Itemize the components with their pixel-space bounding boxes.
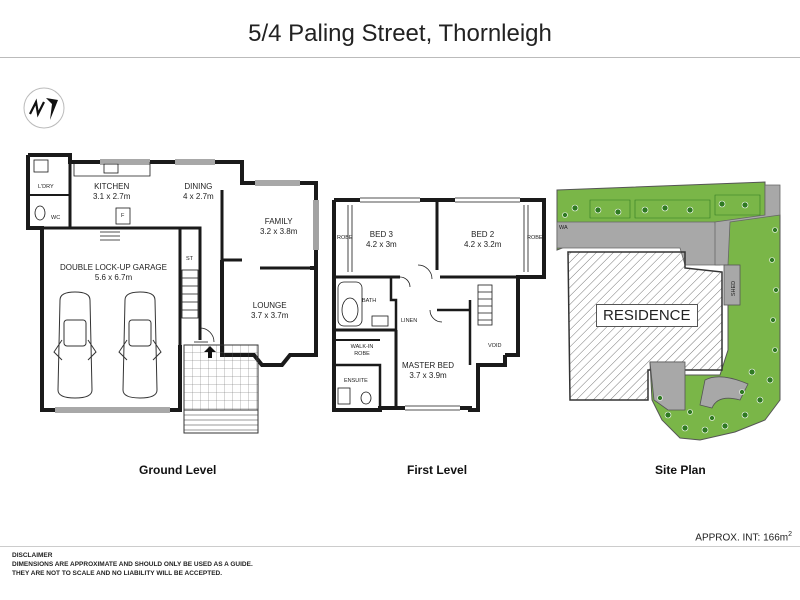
lounge-label: LOUNGE 3.7 x 3.7m — [251, 301, 288, 321]
ensuite-label: ENSUITE — [344, 378, 368, 384]
first-level-caption: First Level — [407, 463, 468, 477]
bed2-name: BED 2 — [471, 230, 495, 239]
linen-label: LINEN — [401, 318, 418, 324]
tree-icon — [562, 200, 779, 434]
disclaimer-line-2: THEY ARE NOT TO SCALE AND NO LIABILITY W… — [12, 570, 223, 577]
ground-level-plan — [26, 153, 318, 412]
bed3-name: BED 3 — [369, 230, 393, 239]
bath-label: BATH — [362, 298, 377, 304]
stairs-label: ST — [186, 256, 194, 262]
family-size: 3.2 x 3.8m — [260, 227, 298, 236]
walkin-robe-label: WALK-IN ROBE — [350, 344, 374, 357]
garage-name: DOUBLE LOCK-UP GARAGE — [60, 263, 167, 272]
car-icon — [53, 291, 162, 399]
residence-label: RESIDENCE — [596, 304, 698, 327]
bed2-size: 4.2 x 3.2m — [464, 240, 502, 249]
approx-area-unit-exponent: 2 — [788, 531, 792, 538]
approx-area-label: APPROX. INT: — [695, 532, 761, 544]
bed3-size: 4.2 x 3m — [366, 240, 397, 249]
family-name: FAMILY — [264, 217, 293, 226]
master-bed-name: MASTER BED — [402, 361, 455, 370]
dining-size: 4 x 2.7m — [183, 192, 214, 201]
robe-label-left: ROBE — [337, 235, 353, 241]
approx-area-value: 166m — [763, 532, 789, 544]
kitchen-label: KITCHEN 3.1 x 2.7m — [93, 182, 130, 202]
robe-label-right: ROBE — [527, 235, 543, 241]
kitchen-size: 3.1 x 2.7m — [93, 192, 131, 201]
wa-label: WA — [559, 225, 568, 231]
fridge-label: F — [121, 213, 125, 219]
garage-label: DOUBLE LOCK-UP GARAGE 5.6 x 6.7m — [60, 263, 167, 283]
laundry-label: L'DRY — [38, 184, 54, 190]
bed2-label: BED 2 4.2 x 3.2m — [464, 230, 501, 250]
master-bed-size: 3.7 x 3.9m — [409, 371, 447, 380]
bed3-label: BED 3 4.2 x 3m — [366, 230, 397, 250]
lounge-size: 3.7 x 3.7m — [251, 311, 289, 320]
title-divider — [0, 57, 800, 58]
ground-level-caption: Ground Level — [139, 463, 217, 477]
disclaimer-heading: DISCLAIMER — [12, 552, 53, 559]
footer-divider — [0, 546, 800, 547]
disclaimer-line-1: DIMENSIONS ARE APPROXIMATE AND SHOULD ON… — [12, 561, 253, 568]
north-arrow-icon — [23, 87, 65, 129]
lounge-name: LOUNGE — [252, 301, 287, 310]
shed-label: SHED — [731, 280, 738, 297]
page-title: 5/4 Paling Street, Thornleigh — [248, 20, 552, 47]
dining-label: DINING 4 x 2.7m — [183, 182, 214, 202]
entry-arrow-icon — [204, 346, 216, 358]
disclaimer: DISCLAIMER DIMENSIONS ARE APPROXIMATE AN… — [12, 551, 253, 578]
approx-area: APPROX. INT: 166m2 — [695, 531, 792, 543]
kitchen-name: KITCHEN — [94, 182, 130, 191]
void-label: VOID — [488, 343, 502, 349]
family-label: FAMILY 3.2 x 3.8m — [260, 217, 297, 237]
site-plan-caption: Site Plan — [655, 463, 706, 477]
garage-size: 5.6 x 6.7m — [94, 273, 133, 282]
wc-label: WC — [51, 215, 61, 221]
dining-name: DINING — [184, 182, 213, 191]
master-bed-label: MASTER BED 3.7 x 3.9m — [402, 361, 454, 381]
